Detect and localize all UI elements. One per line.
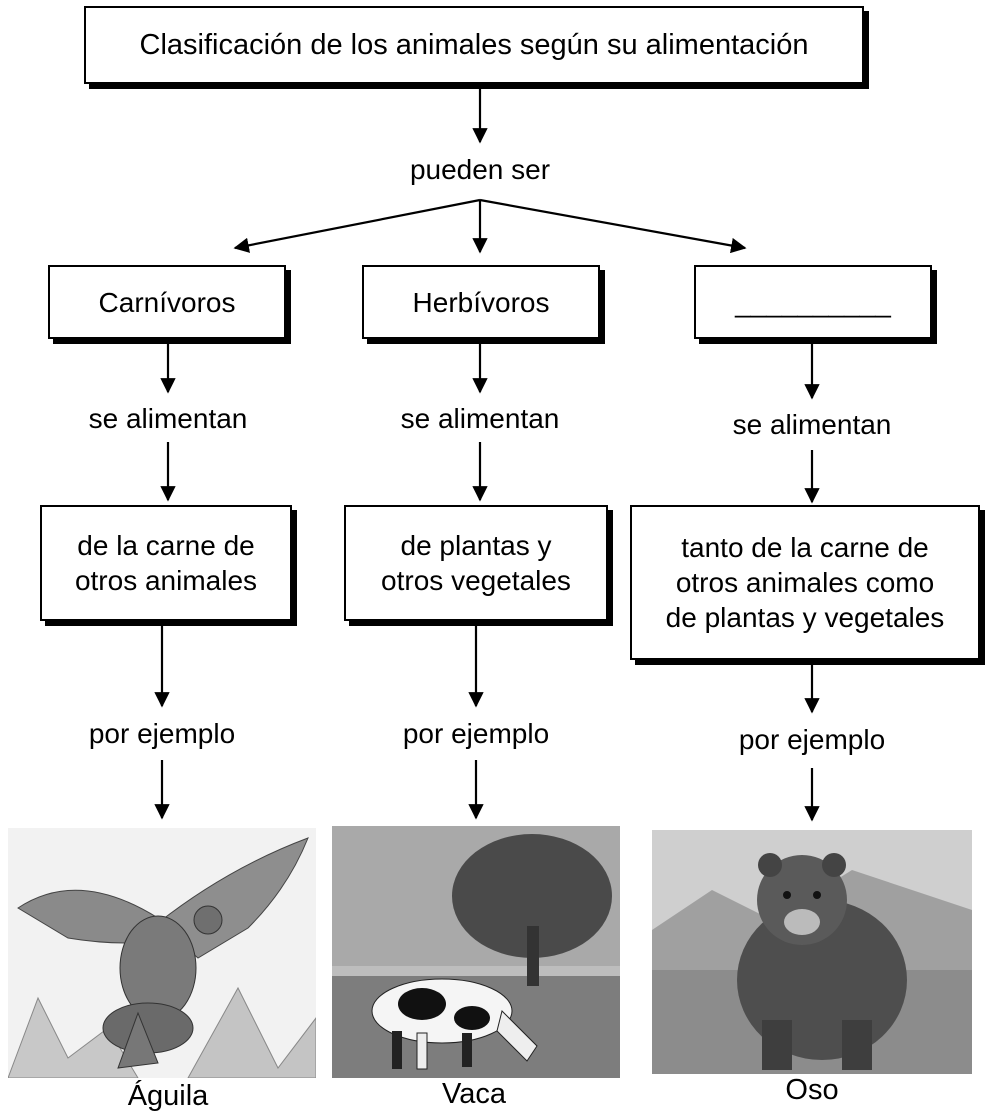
arrow-connector-to-carnivoros (233, 198, 481, 253)
connector-label: pueden ser (409, 154, 551, 185)
verb-label-col2: se alimentan (400, 403, 560, 434)
example-label-col1: por ejemplo (88, 718, 236, 749)
diet-box-col1: de la carne de otros animales (40, 505, 292, 621)
diet-line: de plantas y (400, 530, 552, 561)
category-label: __________ (735, 286, 891, 318)
category-label: Carnívoros (98, 286, 236, 318)
diet-line: otros animales como (675, 567, 935, 598)
verb-label-col1: se alimentan (88, 403, 248, 434)
diet-box-col3: tanto de la carne de otros animales como… (630, 505, 980, 660)
category-box-herbivoros: Herbívoros (362, 265, 600, 339)
category-box-carnivoros: Carnívoros (48, 265, 286, 339)
diet-line: de la carne de (77, 530, 255, 561)
diet-line: tanto de la carne de (681, 532, 929, 563)
category-box-blank: __________ (694, 265, 932, 339)
example-label-col3: por ejemplo (738, 724, 886, 755)
diet-box-col2: de plantas y otros vegetales (344, 505, 608, 621)
diet-line: otros animales (74, 565, 258, 596)
category-label: Herbívoros (412, 286, 550, 318)
animal-caption-cow: Vaca (442, 1078, 506, 1110)
diet-line: otros vegetales (381, 565, 571, 596)
animal-caption-bear: Oso (785, 1074, 839, 1106)
title-text: Clasificación de los animales según su a… (139, 28, 809, 61)
arrow-connector-to-omnivoros (479, 198, 747, 254)
bear-image (652, 830, 972, 1074)
eagle-image (8, 828, 316, 1078)
cow-image (332, 826, 620, 1078)
example-label-col2: por ejemplo (402, 718, 550, 749)
verb-label-col3: se alimentan (732, 409, 892, 440)
title-box: Clasificación de los animales según su a… (84, 6, 864, 84)
animal-caption-eagle: Águila (127, 1080, 209, 1112)
diet-line: de plantas y vegetales (665, 602, 945, 633)
